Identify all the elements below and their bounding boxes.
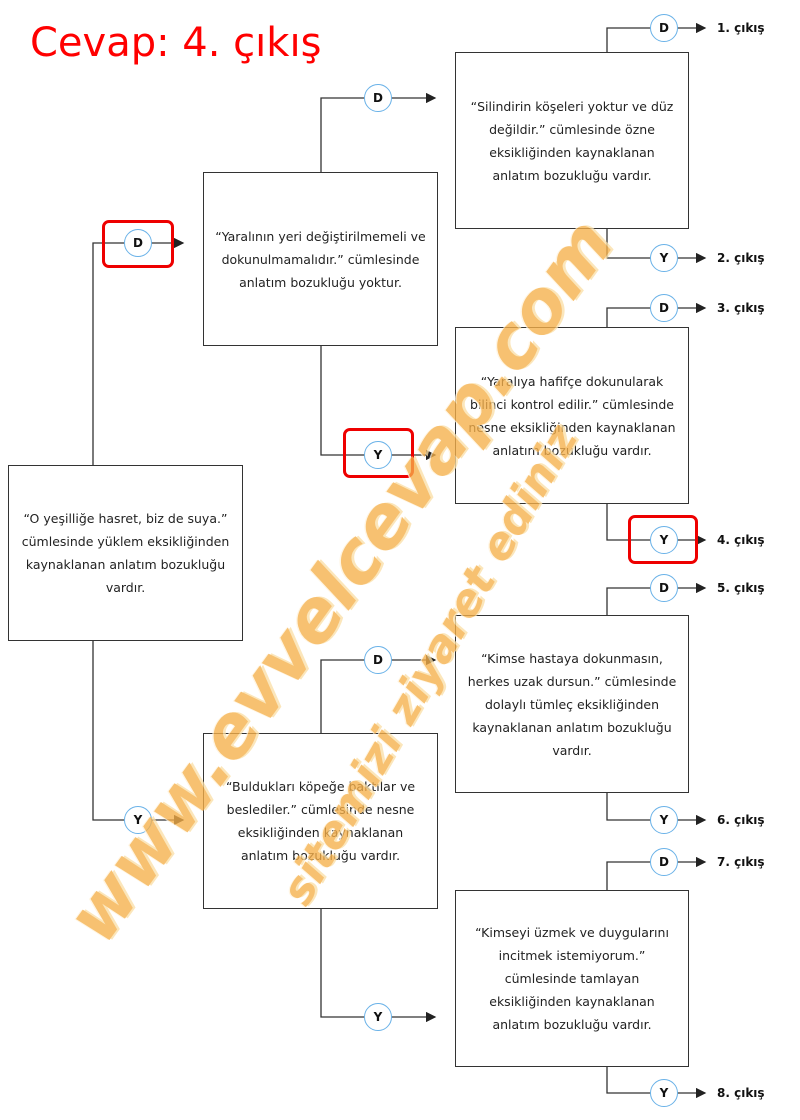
false-node: Y <box>650 526 678 554</box>
true-node: D <box>364 84 392 112</box>
true-node: D <box>650 574 678 602</box>
exit-label-3: 3. çıkış <box>717 301 765 315</box>
exit-label-4: 4. çıkış <box>717 533 765 547</box>
statement-box-b1: “Yaralının yeri değiştirilmemeli ve doku… <box>203 172 438 346</box>
answer-highlight <box>343 428 414 478</box>
answer-title: Cevap: 4. çıkış <box>30 20 322 66</box>
false-node: Y <box>124 806 152 834</box>
statement-box-c3: “Kimse hastaya dokunmasın, herkes uzak d… <box>455 615 689 793</box>
false-node: Y <box>364 441 392 469</box>
exit-label-7: 7. çıkış <box>717 855 765 869</box>
statement-box-c4: “Kimseyi üzmek ve duygularını incitmek i… <box>455 890 689 1067</box>
exit-label-2: 2. çıkış <box>717 251 765 265</box>
exit-label-8: 8. çıkış <box>717 1086 765 1100</box>
false-node: Y <box>650 1079 678 1107</box>
statement-box-c1: “Silindirin köşeleri yoktur ve düz değil… <box>455 52 689 229</box>
answer-highlight <box>628 515 698 564</box>
false-node: Y <box>650 806 678 834</box>
root-statement-box: “O yeşilliğe hasret, biz de suya.” cümle… <box>8 465 243 641</box>
exit-label-6: 6. çıkış <box>717 813 765 827</box>
true-node: D <box>364 646 392 674</box>
false-node: Y <box>364 1003 392 1031</box>
answer-highlight <box>102 220 174 268</box>
statement-box-c2: “Yaralıya hafifçe dokunularak bilinci ko… <box>455 327 689 504</box>
true-node: D <box>124 229 152 257</box>
false-node: Y <box>650 244 678 272</box>
exit-label-1: 1. çıkış <box>717 21 765 35</box>
true-node: D <box>650 14 678 42</box>
true-node: D <box>650 848 678 876</box>
statement-box-b2: “Buldukları köpeğe baktılar ve besledile… <box>203 733 438 909</box>
true-node: D <box>650 294 678 322</box>
exit-label-5: 5. çıkış <box>717 581 765 595</box>
